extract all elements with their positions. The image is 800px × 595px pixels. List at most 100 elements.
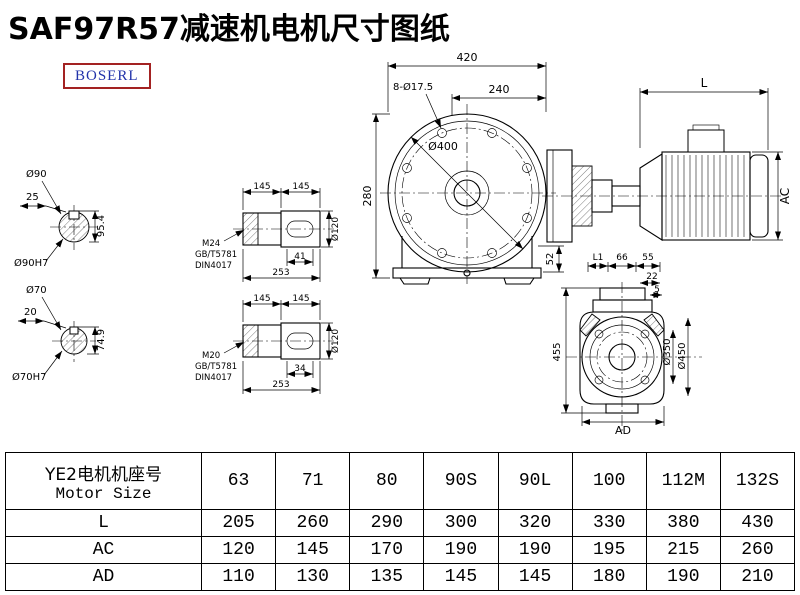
size-col-header: 132S (719, 452, 796, 510)
cell-AD: 135 (349, 563, 425, 591)
dim-d70h7-label: Ø70H7 (12, 371, 46, 383)
dim-5-label: 5 (654, 285, 660, 295)
dim-25-label: 25 (26, 192, 39, 203)
dim-145a-label: 145 (253, 182, 270, 192)
table-header-row: YE2电机机座号 Motor Size 63 71 80 90S 90L 100… (5, 452, 796, 510)
dim-240-label: 240 (489, 83, 510, 96)
shaft-section-90: Ø90 25 95.4 Ø90H7 (14, 168, 107, 269)
dim-bolt-holes-label: 8-Ø17.5 (393, 81, 433, 93)
dim-34-label: 34 (294, 364, 306, 374)
size-col-header: 90L (497, 452, 573, 510)
size-col-header: 100 (571, 452, 647, 510)
std-din2-label: DIN4017 (195, 373, 232, 383)
cell-L: 260 (275, 509, 351, 537)
motor-size-header-cell: YE2电机机座号 Motor Size (5, 452, 202, 510)
cell-AD: 130 (275, 563, 351, 591)
motor-fins (665, 155, 745, 237)
dim-d90h7-label: Ø90H7 (14, 257, 48, 269)
std-gb2-label: GB/T5781 (195, 362, 237, 372)
flange-view (566, 282, 702, 434)
side-view-dims: L AC (639, 76, 792, 241)
dim-22-label: 22 (646, 272, 657, 282)
dim-d350-label: Ø350 (661, 339, 673, 366)
size-col-header: 80 (349, 452, 425, 510)
dim-455-label: 455 (552, 342, 563, 361)
dim-253b-label: 253 (272, 380, 289, 390)
header-cn: YE2电机机座号 (45, 464, 162, 485)
size-col-header: 90S (423, 452, 499, 510)
cell-AC: 170 (349, 536, 425, 564)
dim-74-9-label: 74.9 (96, 329, 107, 351)
cell-L: 290 (349, 509, 425, 537)
row-label-L: L (5, 509, 202, 537)
dim-L1-label: L1 (593, 253, 604, 263)
cell-AC: 190 (497, 536, 573, 564)
dim-AC-label: AC (778, 188, 792, 204)
cell-AD: 110 (200, 563, 277, 591)
dim-AD-label: AD (615, 424, 631, 437)
shaft-m20: 145 145 Ø120 M20 GB/T5781 DIN4017 34 253 (195, 294, 341, 394)
table-row-AD: AD 110 130 135 145 145 180 190 210 (5, 563, 796, 591)
cell-AC: 195 (571, 536, 647, 564)
header-en: Motor Size (55, 484, 152, 503)
dim-145b-label: 145 (292, 182, 309, 192)
table-row-AC: AC 120 145 170 190 190 195 215 260 (5, 536, 796, 564)
cell-AC: 120 (200, 536, 277, 564)
cell-AD: 145 (423, 563, 499, 591)
cell-AC: 260 (719, 536, 796, 564)
size-col-header: 112M (645, 452, 721, 510)
cell-L: 205 (200, 509, 277, 537)
cell-L: 330 (571, 509, 647, 537)
dim-55-label: 55 (642, 253, 653, 263)
fan-cover (749, 154, 769, 238)
cell-AC: 145 (275, 536, 351, 564)
std-gb-label: GB/T5781 (195, 250, 237, 260)
dim-95-4-label: 95.4 (96, 215, 107, 237)
table-row-L: L 205 260 290 300 320 330 380 430 (5, 509, 796, 537)
dim-420-label: 420 (457, 51, 478, 64)
dim-d120b-label: Ø120 (330, 329, 341, 354)
brand-logo-text: BOSERL (75, 68, 139, 84)
size-col-header: 71 (275, 452, 351, 510)
std-din-label: DIN4017 (195, 261, 232, 271)
cell-L: 380 (645, 509, 721, 537)
dim-d400-label: Ø400 (428, 140, 458, 153)
thread-m24-label: M24 (202, 239, 220, 249)
dim-145d-label: 145 (292, 294, 309, 304)
cell-AC: 190 (423, 536, 499, 564)
motor-dimension-table: YE2电机机座号 Motor Size 63 71 80 90S 90L 100… (5, 452, 796, 591)
dim-L-label: L (701, 76, 708, 90)
cell-AD: 145 (497, 563, 573, 591)
side-view (542, 124, 782, 243)
front-view-dims: 420 240 8-Ø17.5 Ø400 280 52 (361, 51, 564, 279)
cell-L: 300 (423, 509, 499, 537)
cell-AC: 215 (645, 536, 721, 564)
dim-253a-label: 253 (272, 268, 289, 278)
dim-41-label: 41 (294, 252, 305, 262)
flange-view-dims: L1 66 55 22 5 455 Ø350 Ø450 AD (552, 253, 691, 437)
dim-145c-label: 145 (253, 294, 270, 304)
terminal-box (687, 129, 725, 153)
dim-d90-label: Ø90 (26, 168, 47, 180)
cell-AD: 190 (645, 563, 721, 591)
row-label-AC: AC (5, 536, 202, 564)
row-label-AD: AD (5, 563, 202, 591)
dim-66-label: 66 (616, 253, 628, 263)
dim-d70-label: Ø70 (26, 284, 47, 296)
size-col-header: 63 (200, 452, 277, 510)
technical-drawing: 420 240 8-Ø17.5 Ø400 280 52 (12, 51, 792, 437)
thread-m20-label: M20 (202, 351, 220, 361)
shaft-section-70: Ø70 20 74.9 Ø70H7 (12, 284, 107, 383)
dim-20-label: 20 (24, 307, 37, 318)
cell-L: 320 (497, 509, 573, 537)
cell-AD: 180 (571, 563, 647, 591)
brand-logo: BOSERL (63, 63, 151, 89)
dim-d120-label: Ø120 (330, 217, 341, 242)
dim-52-label: 52 (545, 253, 556, 266)
page-title: SAF97R57减速机电机尺寸图纸 (8, 12, 450, 47)
dim-280-label: 280 (361, 186, 374, 207)
cell-L: 430 (719, 509, 796, 537)
dim-d450-label: Ø450 (676, 343, 688, 370)
cell-AD: 210 (719, 563, 796, 591)
